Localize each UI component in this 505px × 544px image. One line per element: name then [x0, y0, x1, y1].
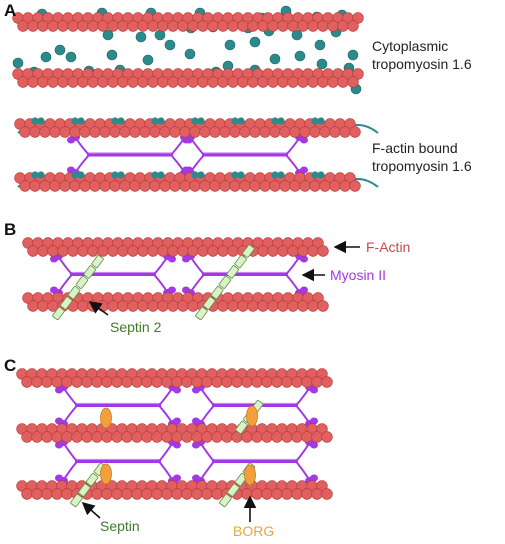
cytoplasmic-tropomyosin	[54, 44, 66, 56]
actin-filament	[16, 368, 333, 388]
septin-filament	[195, 244, 255, 321]
actin-filament	[14, 172, 361, 192]
cytoplasmic-tropomyosin	[65, 51, 77, 63]
cytoplasmic-tropomyosin	[12, 57, 24, 69]
cytoplasmic-tropomyosin	[142, 54, 154, 66]
septin2-label: Septin 2	[110, 319, 162, 335]
actin-filament	[16, 480, 333, 500]
borg-protein	[100, 463, 112, 485]
panel-a-letter: A	[4, 1, 17, 20]
cytoplasmic-label-line1: Cytoplasmic	[372, 38, 449, 54]
cytoplasmic-label-line2: tropomyosin 1.6	[372, 56, 472, 72]
cytoplasmic-tropomyosin	[294, 50, 306, 62]
myosin-ii-minifilament	[50, 252, 176, 297]
cytoplasmic-tropomyosin	[106, 49, 118, 61]
tropomyosin-dimer	[31, 171, 325, 179]
cytoplasmic-tropomyosin	[135, 31, 147, 43]
myosin-ii-minifilament	[182, 133, 308, 177]
actin-filament	[22, 237, 329, 257]
actin-filament	[16, 423, 333, 443]
tropomyosin-dimer	[31, 117, 325, 125]
cytoplasmic-tropomyosin	[184, 48, 196, 60]
cytoplasmic-tropomyosin	[224, 39, 236, 51]
borg-label: BORG	[233, 523, 275, 539]
factin-label: F-Actin	[366, 239, 411, 255]
myosin-ii-minifilament	[55, 383, 181, 428]
borg-layer	[100, 405, 258, 486]
septin-filament	[52, 254, 104, 321]
bound-label-line1: F-actin bound	[372, 140, 458, 156]
cytoplasmic-tropomyosin	[164, 39, 176, 51]
borg-protein	[244, 464, 256, 486]
myosin-label: Myosin II	[330, 267, 387, 283]
panel-c-letter: C	[4, 356, 17, 375]
arrow-icon	[81, 501, 101, 519]
arrow-icon	[88, 301, 109, 316]
bound-label-line2: tropomyosin 1.6	[372, 158, 472, 174]
tropomyosin-overlay-layer	[31, 117, 325, 179]
cytoplasmic-tropomyosin	[314, 39, 326, 51]
arrow-layer	[81, 240, 360, 522]
myosin-ii-minifilament	[67, 133, 193, 177]
cytoplasmic-tropomyosin	[316, 58, 328, 70]
actin-filament	[12, 68, 364, 88]
cytoplasmic-tropomyosin	[347, 49, 359, 61]
borg-protein	[246, 405, 258, 427]
septin-label: Septin	[100, 518, 140, 534]
cytoplasmic-tropomyosin	[102, 29, 114, 41]
cytoplasmic-tropomyosin	[269, 53, 281, 65]
cytoplasmic-tropomyosin	[249, 36, 261, 48]
borg-protein	[100, 407, 112, 429]
myosin-ii-minifilament	[55, 438, 181, 485]
cytoplasmic-tropomyosin	[40, 51, 52, 63]
panel-b-letter: B	[4, 220, 17, 239]
actin-filament	[14, 118, 361, 138]
actin-filament	[12, 12, 364, 32]
